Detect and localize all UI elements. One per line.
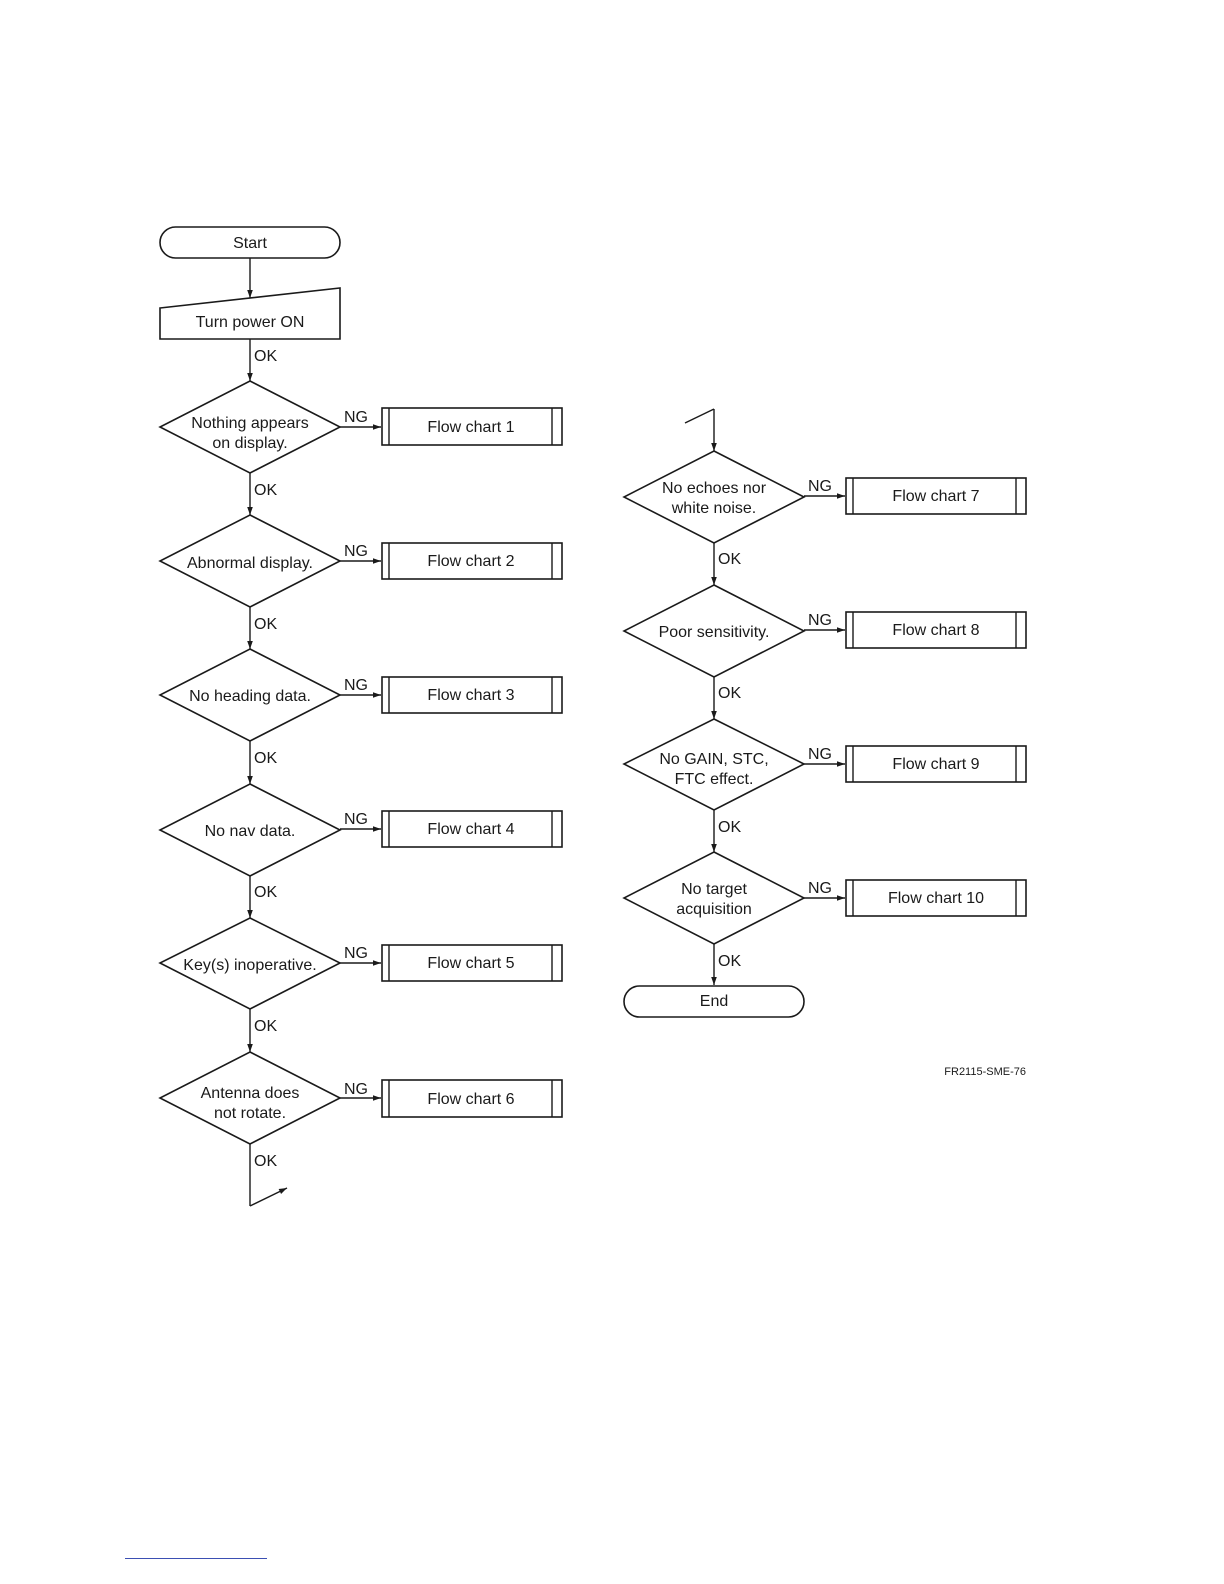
subprocess-flow-chart-9: Flow chart 9 xyxy=(845,745,1027,783)
decision-text-line1: Antenna does xyxy=(201,1085,300,1102)
start-label: Start xyxy=(233,235,267,252)
ng-label: NG xyxy=(344,945,368,962)
ok-label: OK xyxy=(254,348,277,365)
ok-label: OK xyxy=(254,1153,277,1170)
end-label: End xyxy=(700,993,728,1010)
decision-antenna-does-not-rotate: Antenna does not rotate. xyxy=(158,1051,342,1145)
ok-label: OK xyxy=(254,616,277,633)
decision-poor-sensitivity: Poor sensitivity. xyxy=(622,584,806,678)
power-on-label: Turn power ON xyxy=(196,314,305,331)
decision-text-line2: acquisition xyxy=(676,901,752,918)
ok-label: OK xyxy=(718,819,741,836)
decision-text-line1: No heading data. xyxy=(189,688,311,705)
subprocess-label: Flow chart 5 xyxy=(427,955,514,972)
subprocess-flow-chart-5: Flow chart 5 xyxy=(381,944,563,982)
ng-label: NG xyxy=(808,746,832,763)
subprocess-label: Flow chart 1 xyxy=(427,419,514,436)
continuation-connector-in xyxy=(684,408,715,424)
decision-no-target-acquisition: No target acquisition xyxy=(622,851,806,945)
ng-label: NG xyxy=(808,612,832,629)
subprocess-label: Flow chart 8 xyxy=(892,622,979,639)
subprocess-flow-chart-1: Flow chart 1 xyxy=(381,407,563,446)
subprocess-flow-chart-2: Flow chart 2 xyxy=(381,542,563,580)
ng-label: NG xyxy=(344,811,368,828)
subprocess-flow-chart-4: Flow chart 4 xyxy=(381,810,563,848)
decision-text-line2: not rotate. xyxy=(214,1105,286,1122)
decision-text-line1: No nav data. xyxy=(205,823,296,840)
ok-label: OK xyxy=(718,685,741,702)
power-on-step: Turn power ON xyxy=(159,287,341,340)
decision-abnormal-display: Abnormal display. xyxy=(158,514,342,608)
decision-text-line1: No GAIN, STC, xyxy=(659,751,768,768)
decision-text-line1: Abnormal display. xyxy=(187,555,313,572)
footer-rule xyxy=(125,1558,267,1559)
ng-label: NG xyxy=(344,1081,368,1098)
decision-no-echoes: No echoes nor white noise. xyxy=(622,450,806,544)
subprocess-flow-chart-7: Flow chart 7 xyxy=(845,477,1027,515)
decision-no-gain-effect: No GAIN, STC, FTC effect. xyxy=(622,718,806,811)
subprocess-label: Flow chart 3 xyxy=(427,687,514,704)
decision-nothing-appears: Nothing appears on display. xyxy=(158,380,342,474)
decision-keys-inoperative: Key(s) inoperative. xyxy=(158,917,342,1010)
ok-label: OK xyxy=(254,1018,277,1035)
start-terminal: Start xyxy=(159,226,341,259)
subprocess-label: Flow chart 6 xyxy=(427,1091,514,1108)
ng-label: NG xyxy=(808,478,832,495)
ng-label: NG xyxy=(344,543,368,560)
decision-text-line2: FTC effect. xyxy=(675,771,754,788)
ng-label: NG xyxy=(344,409,368,426)
ok-label: OK xyxy=(718,953,741,970)
subprocess-flow-chart-10: Flow chart 10 xyxy=(845,879,1027,917)
decision-text-line1: Poor sensitivity. xyxy=(659,624,770,641)
end-terminal: End xyxy=(623,985,805,1018)
subprocess-label: Flow chart 4 xyxy=(427,821,514,838)
subprocess-flow-chart-8: Flow chart 8 xyxy=(845,611,1027,649)
decision-text-line1: No echoes nor xyxy=(662,480,767,497)
ok-label: OK xyxy=(718,551,741,568)
subprocess-label: Flow chart 10 xyxy=(888,890,984,907)
ok-label: OK xyxy=(254,482,277,499)
ok-label: OK xyxy=(254,884,277,901)
continuation-arrow-out xyxy=(249,1187,288,1207)
decision-text-line1: Nothing appears xyxy=(191,415,308,432)
decision-no-nav-data: No nav data. xyxy=(158,783,342,877)
decision-text-line1: No target xyxy=(681,881,747,898)
subprocess-label: Flow chart 2 xyxy=(427,553,514,570)
ng-label: NG xyxy=(808,880,832,897)
subprocess-label: Flow chart 7 xyxy=(892,488,979,505)
subprocess-flow-chart-6: Flow chart 6 xyxy=(381,1079,563,1118)
decision-text-line1: Key(s) inoperative. xyxy=(183,957,316,974)
subprocess-flow-chart-3: Flow chart 3 xyxy=(381,676,563,714)
decision-no-heading-data: No heading data. xyxy=(158,648,342,742)
ok-label: OK xyxy=(254,750,277,767)
subprocess-label: Flow chart 9 xyxy=(892,756,979,773)
ng-label: NG xyxy=(344,677,368,694)
decision-text-line2: on display. xyxy=(212,435,287,452)
decision-text-line2: white noise. xyxy=(671,500,757,517)
figure-code: FR2115-SME-76 xyxy=(944,1066,1026,1078)
